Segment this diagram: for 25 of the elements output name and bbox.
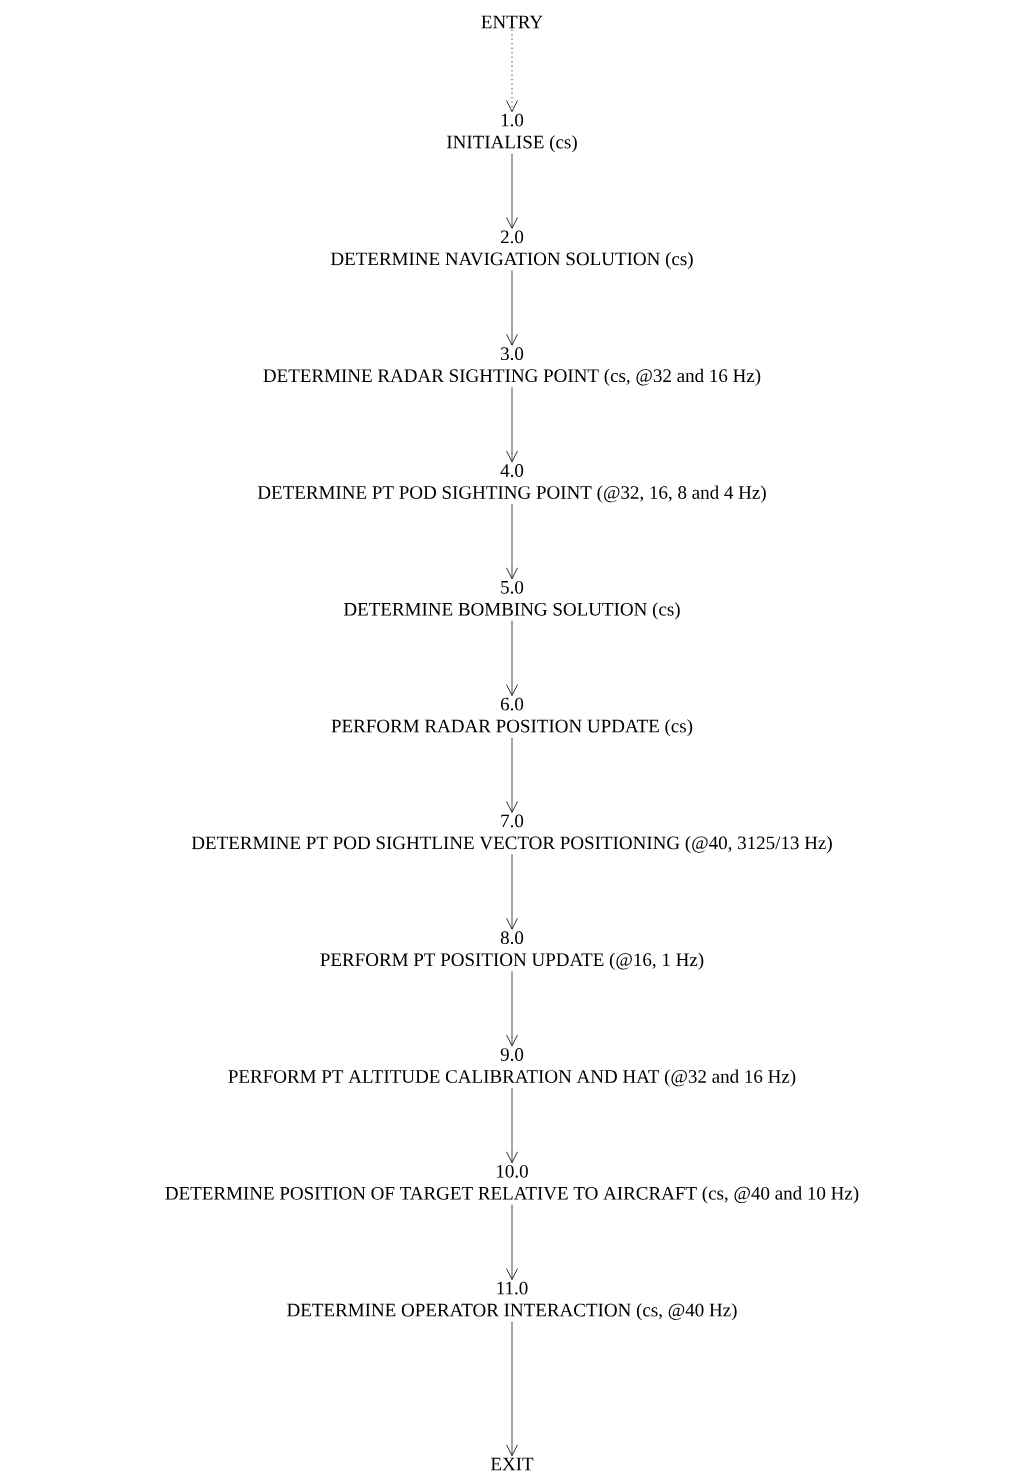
step-label: 2.0 DETERMINE NAVIGATION SOLUTION (cs) — [330, 230, 693, 270]
step-label: 4.0 DETERMINE PT POD SIGHTING POINT (@32, 16, 8 and 4 Hz) — [257, 464, 766, 503]
arrow — [506, 503, 518, 580]
arrow — [506, 737, 518, 813]
arrow — [506, 386, 518, 463]
step-label: 7.0 DETERMINE PT POD SIGHTLINE VECTOR POSITIONING (@40, 3125/13 Hz) — [191, 814, 832, 854]
step-label: 8.0 PERFORM PT POSITION UPDATE (@16, 1 Hz) — [320, 931, 704, 970]
arrow — [506, 153, 518, 229]
step-label: 9.0 PERFORM PT ALTITUDE CALIBRATION AND HAT (@32 and 16 Hz) — [228, 1048, 796, 1087]
arrow — [506, 1087, 518, 1164]
arrow — [506, 1204, 518, 1280]
arrow — [506, 854, 518, 930]
step-label: EXIT — [490, 1457, 534, 1471]
arrow — [506, 970, 518, 1047]
arrow — [506, 1321, 518, 1457]
step-label: 6.0 PERFORM RADAR POSITION UPDATE (cs) — [331, 697, 693, 737]
step-label: 5.0 DETERMINE BOMBING SOLUTION (cs) — [343, 580, 680, 620]
step-label: 11.0 DETERMINE OPERATOR INTERACTION (cs, @40 Hz) — [287, 1281, 737, 1321]
arrow — [506, 620, 518, 696]
step-label: 3.0 DETERMINE RADAR SIGHTING POINT (cs, @32 and 16 Hz) — [263, 347, 761, 386]
step-label: 10.0 DETERMINE POSITION OF TARGET RELATIVE TO AIRCRAFT (cs, @40 and 10 Hz) — [165, 1164, 859, 1204]
step-label: ENTRY — [481, 15, 543, 29]
step-label: 1.0 INITIALISE (cs) — [447, 113, 577, 153]
arrow — [506, 270, 518, 346]
arrow — [506, 29, 518, 112]
